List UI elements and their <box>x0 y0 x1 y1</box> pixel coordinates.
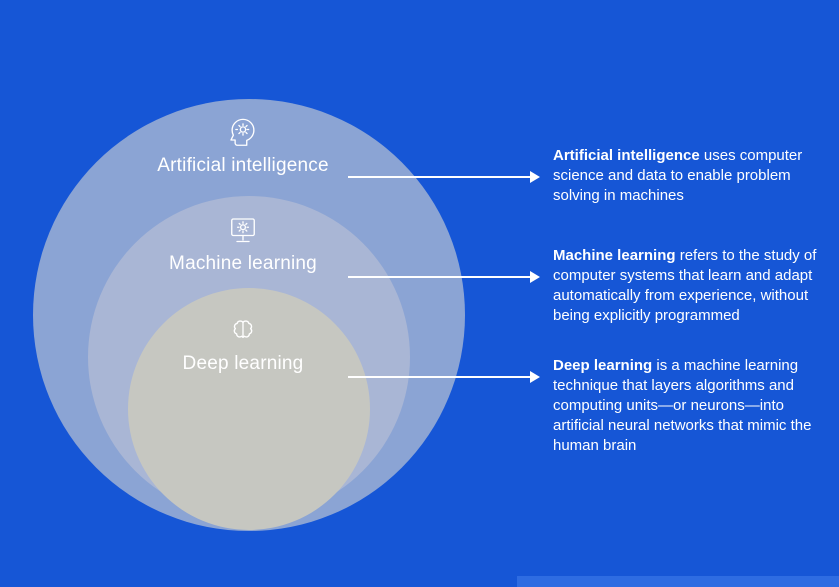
ring-label-deep-learning: Deep learning <box>182 353 304 374</box>
description-term-artificial-intelligence: Artificial intelligence <box>553 147 700 164</box>
ring-deep-learning <box>128 288 370 530</box>
label-group-artificial-intelligence: Artificial intelligence <box>103 112 383 177</box>
monitor-gear-icon <box>231 218 255 243</box>
arrow-deep-learning <box>348 371 540 383</box>
description-artificial-intelligence: Artificial intelligence uses computer sc… <box>553 146 825 206</box>
ring-label-machine-learning: Machine learning <box>169 253 317 274</box>
bottom-accent-bar <box>517 576 839 587</box>
label-group-deep-learning: Deep learning <box>103 314 383 375</box>
brain-icon <box>233 320 253 338</box>
ring-label-artificial-intelligence: Artificial intelligence <box>157 155 329 176</box>
description-deep-learning: Deep learning is a machine learning tech… <box>553 356 831 456</box>
label-group-machine-learning: Machine learning <box>103 214 383 275</box>
description-machine-learning: Machine learning refers to the study of … <box>553 246 837 326</box>
description-term-deep-learning: Deep learning <box>553 357 653 374</box>
arrow-machine-learning <box>348 271 540 283</box>
description-text-deep-learning: is a machine learning technique that lay… <box>553 357 812 454</box>
description-text-machine-learning: refers to the study of computer systems … <box>553 247 817 324</box>
arrow-artificial-intelligence <box>348 171 540 183</box>
description-term-machine-learning: Machine learning <box>553 247 676 264</box>
head-gear-icon <box>230 118 255 146</box>
description-text-artificial-intelligence: uses computer science and data to enable… <box>553 147 803 204</box>
